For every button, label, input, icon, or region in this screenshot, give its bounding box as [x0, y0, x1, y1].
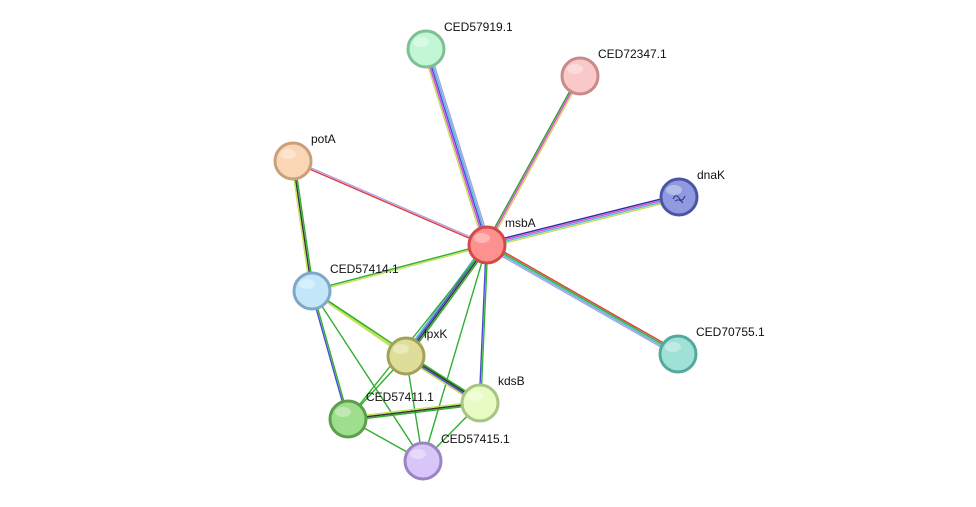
edge-msba-ced57414-1[interactable] [311, 243, 488, 293]
edge-evidence-line [486, 245, 678, 356]
node-label: dnaK [697, 168, 725, 182]
edge-msba-ced57415-1[interactable] [422, 244, 488, 462]
edge-ced57414-1-ced57415-1[interactable] [311, 290, 424, 462]
edge-evidence-line [311, 243, 487, 291]
node-label: CED72347.1 [598, 47, 667, 61]
node-circle[interactable] [406, 29, 446, 69]
node-ced72347-1[interactable]: CED72347.1 [560, 47, 667, 96]
edge-evidence-line [487, 242, 680, 353]
edge-evidence-line [480, 245, 489, 404]
node-label: kdsB [498, 374, 525, 388]
edge-evidence-line [347, 402, 481, 420]
node-ced70755-1[interactable]: CED70755.1 [658, 325, 765, 374]
edge-evidence-line [348, 403, 481, 422]
node-highlight [410, 449, 426, 459]
edge-evidence-line [486, 193, 679, 244]
edge-evidence-line [428, 47, 491, 245]
edge-evidence-line [487, 76, 583, 247]
node-highlight [474, 233, 490, 243]
node-highlight [299, 279, 315, 289]
edge-msba-kdsb[interactable] [478, 244, 489, 404]
edge-kdsb-ced57411-1[interactable] [347, 400, 481, 422]
edge-evidence-line [310, 291, 348, 420]
edge-msba-ced72347-1[interactable] [484, 74, 583, 247]
edge-evidence-line [407, 246, 490, 358]
node-msba[interactable]: msbA [467, 216, 536, 265]
edge-evidence-line [485, 246, 678, 357]
edge-evidence-line [347, 400, 480, 419]
node-circle[interactable] [659, 177, 699, 217]
node-circle[interactable] [467, 225, 507, 265]
edge-msba-dnak[interactable] [486, 193, 680, 249]
node-pota[interactable]: potA [273, 132, 336, 181]
node-highlight [665, 342, 681, 352]
edge-evidence-line [292, 160, 313, 292]
edge-evidence-line [486, 195, 679, 245]
node-kdsb[interactable]: kdsB [460, 374, 525, 423]
edge-msba-pota[interactable] [292, 159, 488, 247]
edge-evidence-line [487, 243, 679, 354]
node-highlight [413, 37, 429, 47]
node-highlight [567, 64, 583, 74]
node-highlight [280, 149, 296, 159]
node-circle[interactable] [460, 383, 500, 423]
edge-evidence-line [478, 244, 487, 403]
node-label: CED70755.1 [696, 325, 765, 339]
edge-evidence-line [422, 244, 488, 462]
node-circle[interactable] [328, 399, 368, 439]
node-dnak[interactable]: dnaK [659, 168, 725, 217]
node-circle[interactable] [386, 336, 426, 376]
edge-evidence-line [293, 159, 488, 245]
edge-evidence-line [486, 75, 581, 246]
node-label: CED57919.1 [444, 20, 513, 34]
node-circle[interactable] [292, 271, 332, 311]
edge-evidence-line [425, 48, 488, 246]
edge-msba-ced57411-1[interactable] [347, 244, 488, 420]
node-label: CED57415.1 [441, 432, 510, 446]
node-highlight [393, 344, 409, 354]
node-label: lpxK [424, 327, 447, 341]
edge-evidence-line [487, 198, 680, 249]
node-label: CED57411.1 [366, 390, 434, 404]
node-ced57411-1[interactable]: CED57411.1 [328, 390, 434, 439]
node-circle[interactable] [273, 141, 313, 181]
edge-msba-ced70755-1[interactable] [485, 242, 680, 357]
node-ced57414-1[interactable]: CED57414.1 [292, 262, 399, 311]
node-ced57415-1[interactable]: CED57415.1 [403, 432, 510, 481]
edge-evidence-line [423, 49, 487, 246]
node-circle[interactable] [403, 441, 443, 481]
edge-ced57414-1-ced57411-1[interactable] [310, 290, 350, 420]
edge-evidence-line [312, 245, 488, 293]
edge-evidence-line [487, 197, 680, 247]
node-highlight [467, 391, 483, 401]
node-lpxk[interactable]: lpxK [386, 327, 447, 376]
protein-structure-icon [672, 195, 686, 204]
node-highlight [666, 185, 682, 195]
node-highlight [335, 407, 351, 417]
edge-evidence-line [292, 161, 487, 247]
edge-evidence-line [406, 245, 489, 357]
edge-evidence-line [312, 290, 350, 419]
node-label: CED57414.1 [330, 262, 399, 276]
node-circle[interactable] [560, 56, 600, 96]
edge-evidence-line [290, 161, 312, 292]
node-ced57919-1[interactable]: CED57919.1 [406, 20, 513, 69]
node-label: msbA [505, 216, 536, 230]
edge-evidence-line [426, 48, 490, 245]
edge-pota-ced57414-1[interactable] [290, 160, 315, 292]
edge-evidence-line [293, 160, 315, 291]
node-label: potA [311, 132, 336, 146]
edge-evidence-line [422, 49, 485, 247]
edge-evidence-line [484, 74, 580, 245]
edge-evidence-line [311, 290, 424, 462]
edge-msba-ced57919-1[interactable] [422, 47, 491, 247]
edge-evidence-line [347, 244, 488, 420]
node-circle[interactable] [658, 334, 698, 374]
